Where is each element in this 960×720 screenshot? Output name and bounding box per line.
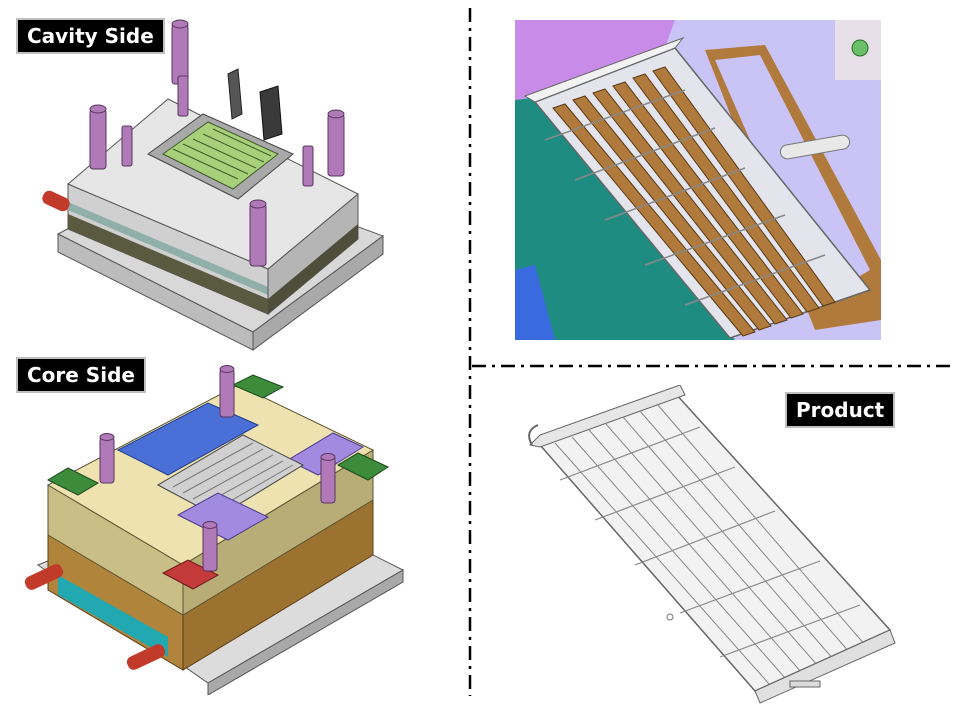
cavity-side-label: Cavity Side <box>16 18 165 54</box>
core-mold-image <box>24 365 405 695</box>
product-image <box>528 385 896 704</box>
core-side-label: Core Side <box>16 357 146 393</box>
cavity-detail-image <box>515 20 881 340</box>
cavity-mold-image <box>42 19 385 351</box>
product-label: Product <box>785 392 896 428</box>
